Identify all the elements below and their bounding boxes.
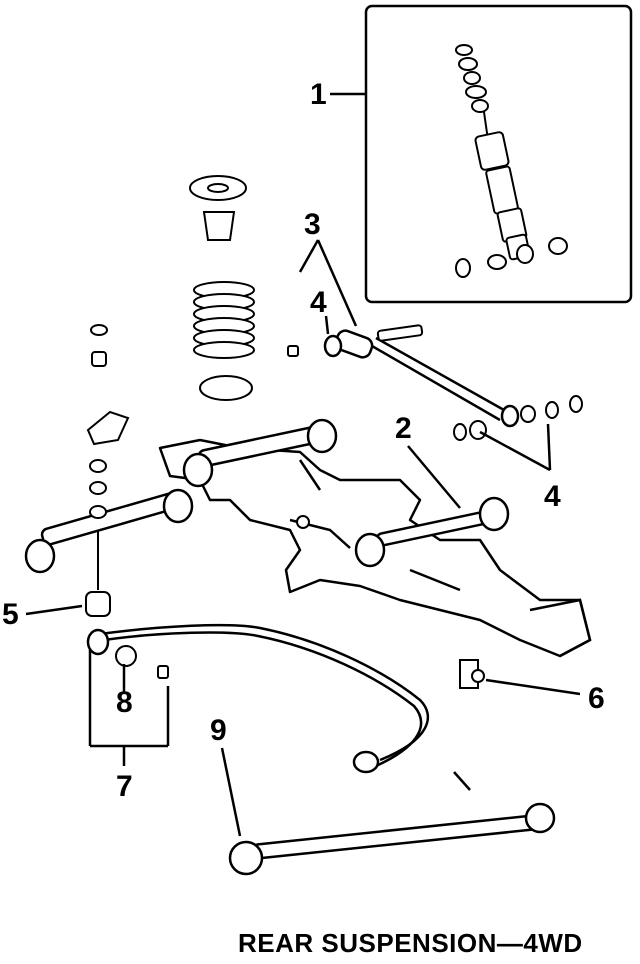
callout-4-right: 4 [544, 480, 561, 513]
diagram-caption: REAR SUSPENSION—4WD [238, 928, 583, 958]
callout-5: 5 [2, 598, 19, 631]
callout-2: 2 [395, 412, 412, 445]
lower-link [228, 802, 556, 876]
callout-6: 6 [588, 682, 605, 715]
callout-3: 3 [304, 208, 321, 241]
upper-control-arms [182, 418, 510, 592]
lateral-rod [323, 324, 583, 441]
coil-spring-assembly [90, 175, 299, 401]
stabilizer-bar [86, 623, 485, 791]
callout-8: 8 [116, 686, 133, 719]
stabilizer-link-parts [85, 410, 130, 617]
leader-lines [25, 239, 581, 837]
callout-1: 1 [310, 78, 327, 111]
callout-9: 9 [210, 714, 227, 747]
shock-absorber-inset [330, 4, 633, 304]
callout-4-left: 4 [310, 286, 327, 319]
lower-left-arm [24, 488, 194, 574]
callout-7: 7 [116, 770, 133, 803]
